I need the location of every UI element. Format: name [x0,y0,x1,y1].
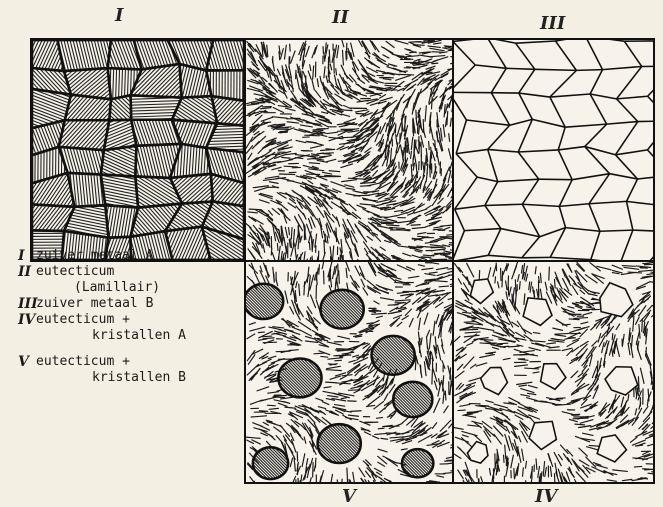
numeral-panel-4-bottom: IV [535,486,557,507]
metal-a-micrograph [32,40,244,260]
legend-numeral: III [18,296,36,312]
panel-eutectic-crystals-b [244,260,454,484]
legend-item-5: V eutecticum + [18,354,258,370]
legend-item-4: IV eutecticum + [18,312,258,328]
legend-item-2: II eutecticum [18,264,258,280]
legend-continuation: kristallen B [18,370,258,386]
eutectic-crystals-b-micrograph [246,262,452,482]
panel-pure-metal-a [30,38,246,262]
legend-text: zuiver metaal A [36,248,153,264]
legend: I zuiver metaal A II eutecticum (Lamilla… [18,248,258,386]
numeral-panel-1: I [115,5,123,26]
legend-text: eutecticum + [36,354,130,370]
eutectic-crystals-a-micrograph [454,262,653,482]
numeral-panel-5-bottom: V [342,486,356,507]
legend-numeral: I [18,248,36,264]
legend-numeral: IV [18,312,36,328]
panel-eutectic-crystals-a [452,260,655,484]
legend-item-3: III zuiver metaal B [18,296,258,312]
legend-text: zuiver metaal B [36,296,153,312]
legend-numeral: V [18,354,36,370]
legend-text: eutecticum [36,264,114,280]
legend-continuation: kristallen A [18,328,258,344]
numeral-panel-3: III [540,13,565,34]
panel-eutectic-lamellar [244,38,454,262]
legend-numeral: II [18,264,36,280]
metal-b-micrograph [454,40,653,260]
legend-text: eutecticum + [36,312,130,328]
legend-continuation: (Lamillair) [18,280,258,296]
numeral-panel-2: II [332,7,349,28]
legend-item-1: I zuiver metaal A [18,248,258,264]
eutectic-micrograph [246,40,452,260]
panel-pure-metal-b [452,38,655,262]
